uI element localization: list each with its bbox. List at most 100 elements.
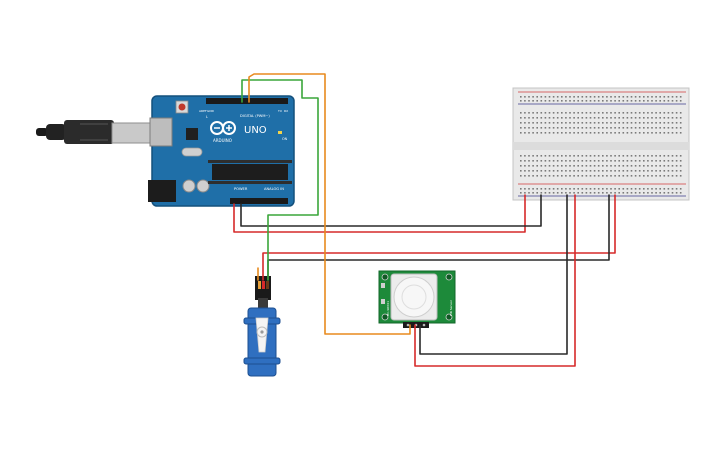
breadboard-hole	[528, 96, 530, 98]
breadboard-hole	[602, 170, 604, 172]
usb-jack	[149, 117, 173, 147]
digital-pin-header[interactable]	[206, 98, 288, 104]
breadboard-hole	[532, 127, 534, 129]
breadboard-hole	[659, 122, 661, 124]
wire-pir-signal[interactable]	[248, 73, 411, 335]
breadboard-hole	[552, 170, 555, 172]
breadboard-hole	[610, 122, 612, 124]
breadboard-hole	[581, 96, 584, 98]
pir-potentiometer[interactable]	[381, 283, 385, 288]
breadboard-hole	[647, 155, 649, 157]
analog-label: ANALOG IN	[264, 187, 284, 191]
wire-breadboard-to-pir-power[interactable]	[414, 194, 576, 367]
breadboard-hole	[524, 155, 526, 157]
breadboard-hole	[573, 100, 575, 102]
pir-fresnel-lens	[393, 276, 435, 318]
breadboard-hole	[651, 132, 653, 134]
pir-sensor[interactable]: HC-SR501 PIR Sensor	[378, 270, 456, 328]
breadboard-hole	[610, 112, 612, 114]
breadboard-hole	[630, 170, 633, 172]
breadboard-hole	[647, 160, 649, 162]
breadboard-hole	[659, 170, 661, 172]
breadboard-hole	[561, 175, 563, 177]
breadboard-hole	[618, 132, 620, 134]
breadboard-hole	[561, 192, 563, 194]
breadboard-hole	[643, 100, 645, 102]
breadboard-hole	[634, 96, 637, 98]
breadboard-hole	[569, 117, 571, 119]
breadboard-hole	[569, 188, 571, 190]
breadboard-hole	[630, 122, 633, 124]
breadboard-hole	[610, 155, 612, 157]
wire-breadboard-to-servo-power[interactable]	[262, 194, 616, 281]
breadboard-hole	[630, 132, 633, 134]
breadboard-hole	[532, 175, 534, 177]
breadboard-hole	[569, 170, 571, 172]
breadboard-hole	[569, 122, 571, 124]
breadboard-hole	[663, 165, 666, 167]
power-analog-header[interactable]	[230, 198, 288, 204]
breadboard-hole	[638, 96, 641, 98]
wire-arduino-gnd-to-breadboard[interactable]	[240, 194, 542, 227]
breadboard-hole	[606, 112, 608, 114]
breadboard-hole	[614, 165, 616, 167]
wire-breadboard-to-pir-ground[interactable]	[419, 194, 568, 355]
breadboard-hole	[593, 175, 596, 177]
breadboard-hole	[581, 127, 584, 129]
pir-mount-hole	[445, 313, 453, 321]
pir-potentiometer[interactable]	[381, 299, 385, 304]
breadboard-hole	[610, 100, 612, 102]
servo-motor[interactable]	[243, 276, 281, 377]
breadboard-hole	[667, 122, 670, 124]
breadboard-hole	[520, 112, 522, 114]
breadboard-hole	[589, 96, 592, 98]
breadboard-hole	[524, 188, 526, 190]
breadboard-hole	[606, 175, 608, 177]
arduino-uno-board[interactable]: ARDUINO UNO DIGITAL (PWM~) AREF GND TX R…	[148, 95, 295, 207]
reset-button-cap[interactable]	[178, 103, 186, 111]
breadboard-hole	[544, 160, 547, 162]
wire-arduino-5v-to-breadboard[interactable]	[233, 194, 526, 233]
breadboard-hole	[663, 170, 666, 172]
breadboard-hole	[643, 132, 645, 134]
breadboard-hole	[610, 96, 612, 98]
breadboard-hole	[565, 117, 567, 119]
breadboard-hole	[618, 122, 620, 124]
wire-servo-signal[interactable]	[241, 79, 319, 281]
breadboard-hole	[536, 117, 538, 119]
breadboard-hole	[561, 96, 563, 98]
breadboard-hole	[548, 122, 551, 124]
breadboard-hole	[585, 170, 588, 172]
servo-hub-screw	[260, 330, 264, 334]
breadboard-hole	[532, 122, 534, 124]
usb-cable-strain	[46, 124, 66, 140]
breadboard-hole	[643, 122, 645, 124]
breadboard-hole	[569, 96, 571, 98]
breadboard-hole	[667, 117, 670, 119]
breadboard-hole	[618, 96, 620, 98]
breadboard-hole	[651, 192, 653, 194]
breadboard-hole	[622, 100, 625, 102]
breadboard-hole	[585, 160, 588, 162]
breadboard-hole	[536, 175, 538, 177]
pir-side-label-right: PIR Sensor	[449, 299, 453, 316]
breadboard-hole	[667, 100, 670, 102]
breadboard-hole	[626, 160, 629, 162]
breadboard-hole	[655, 175, 657, 177]
breadboard[interactable]	[512, 87, 690, 201]
breadboard-hole	[618, 175, 620, 177]
breadboard-hole	[577, 96, 579, 98]
wire-breadboard-to-servo-ground[interactable]	[267, 194, 610, 281]
breadboard-hole	[585, 122, 588, 124]
breadboard-hole	[548, 165, 551, 167]
breadboard-hole	[565, 192, 567, 194]
breadboard-hole	[536, 112, 538, 114]
breadboard-hole	[671, 96, 674, 98]
breadboard-hole	[643, 155, 645, 157]
breadboard-hole	[622, 155, 625, 157]
breadboard-hole	[618, 127, 620, 129]
breadboard-hole	[667, 127, 670, 129]
breadboard-hole	[585, 175, 588, 177]
breadboard-hole	[614, 175, 616, 177]
breadboard-hole	[606, 192, 608, 194]
